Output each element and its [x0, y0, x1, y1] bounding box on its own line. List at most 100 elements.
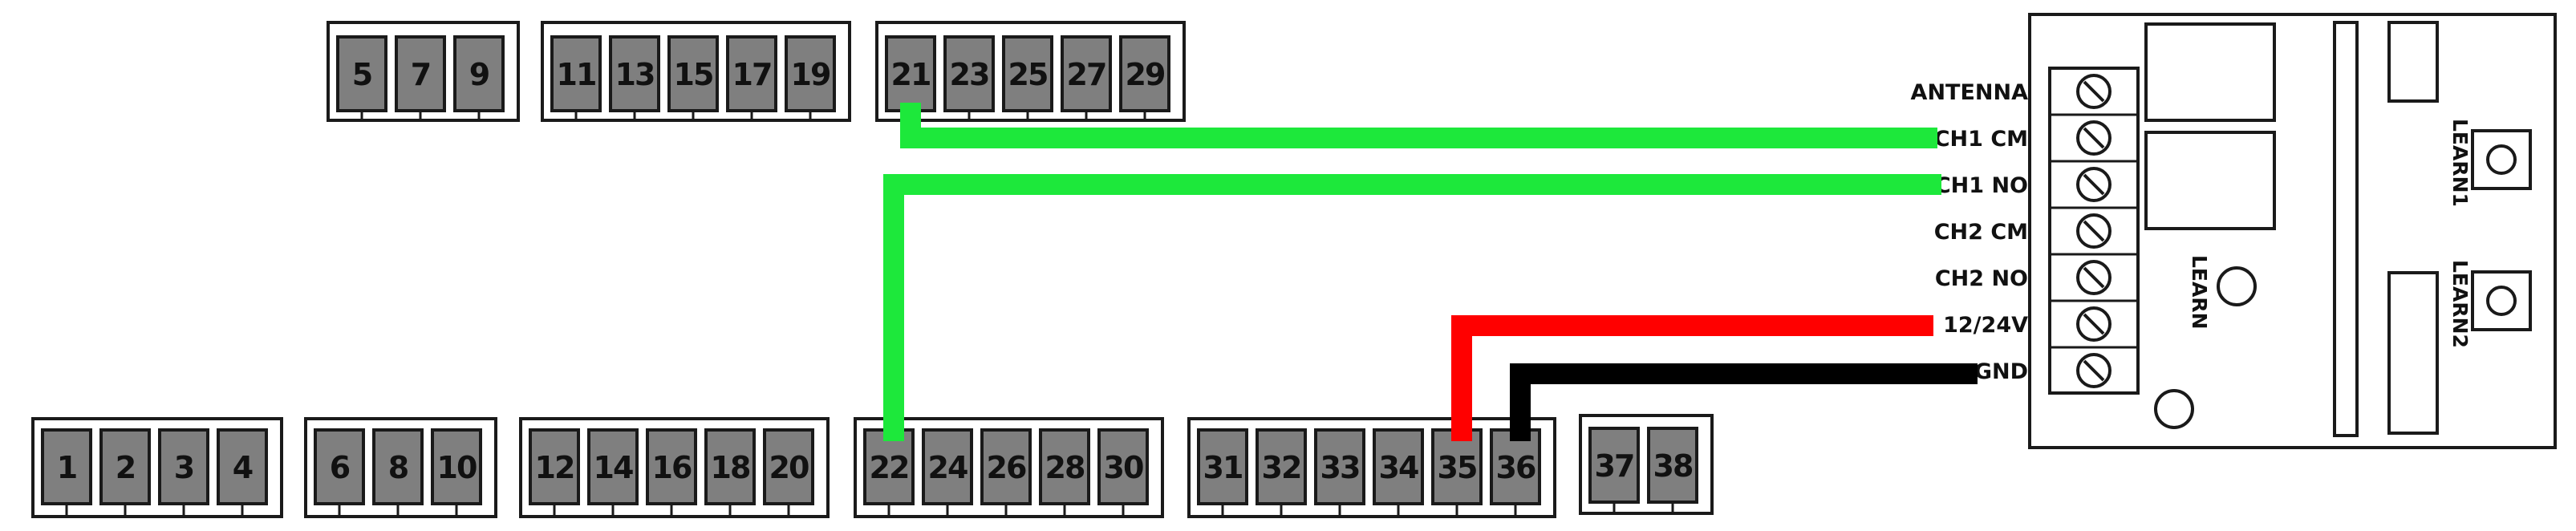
terminal-body	[431, 428, 482, 505]
terminal-body	[1490, 428, 1541, 505]
terminal-4[interactable]: 4	[217, 428, 268, 518]
terminal-32[interactable]: 32	[1256, 428, 1307, 518]
terminal-body	[667, 35, 719, 112]
terminal-29[interactable]: 29	[1119, 35, 1170, 122]
terminal-number: 3	[174, 450, 193, 485]
terminal-number: 18	[711, 450, 750, 485]
terminal-2[interactable]: 2	[99, 428, 151, 518]
terminal-number: 38	[1653, 448, 1693, 484]
terminal-8[interactable]: 8	[372, 428, 424, 518]
terminal-body	[980, 428, 1032, 505]
terminal-label-3: CH1 NO	[1935, 173, 2028, 198]
terminal-18[interactable]: 18	[704, 428, 756, 518]
terminal-24[interactable]: 24	[922, 428, 973, 518]
terminal-number: 21	[891, 57, 931, 92]
terminal-21[interactable]: 21	[885, 35, 936, 122]
terminal-6[interactable]: 6	[314, 428, 365, 518]
terminal-body	[1002, 35, 1053, 112]
learn1-button[interactable]	[2471, 129, 2532, 190]
terminal-body	[314, 428, 365, 505]
terminal-27[interactable]: 27	[1061, 35, 1112, 122]
terminal-28[interactable]: 28	[1039, 428, 1090, 518]
screw-terminal-3[interactable]	[2050, 160, 2138, 202]
terminal-33[interactable]: 33	[1314, 428, 1365, 518]
terminal-label-5: CH2 NO	[1935, 266, 2028, 291]
receiver-screw-terminals	[2050, 74, 2138, 388]
screw-terminal-2[interactable]	[2050, 113, 2138, 156]
screw-slot	[2083, 313, 2105, 335]
terminal-17[interactable]: 17	[726, 35, 777, 122]
terminal-number: 4	[233, 450, 253, 485]
screw-terminal-1[interactable]	[2076, 74, 2112, 109]
terminal-20[interactable]: 20	[763, 428, 814, 518]
terminal-16[interactable]: 16	[646, 428, 697, 518]
screw-terminal-4[interactable]	[2050, 206, 2138, 249]
terminal-body	[158, 428, 209, 505]
terminal-34[interactable]: 34	[1373, 428, 1424, 518]
terminal-25[interactable]: 25	[1002, 35, 1053, 122]
terminal-19[interactable]: 19	[785, 35, 836, 122]
terminal-22[interactable]: 22	[863, 428, 915, 518]
terminal-number: 10	[437, 450, 477, 485]
terminal-35[interactable]: 35	[1431, 428, 1483, 518]
learn-label: LEARN	[2188, 255, 2211, 330]
terminal-10[interactable]: 10	[431, 428, 482, 518]
terminal-1[interactable]: 1	[41, 428, 92, 518]
terminal-body	[704, 428, 756, 505]
terminal-number: 5	[352, 57, 371, 92]
terminal-11[interactable]: 11	[550, 35, 602, 122]
terminal-number: 27	[1067, 57, 1106, 92]
terminal-26[interactable]: 26	[980, 428, 1032, 518]
terminal-12[interactable]: 12	[529, 428, 580, 518]
terminal-23[interactable]: 23	[943, 35, 995, 122]
terminal-body	[1197, 428, 1248, 505]
screw-terminal-6[interactable]	[2050, 299, 2138, 342]
terminal-number: 29	[1126, 57, 1165, 92]
terminal-5[interactable]: 5	[336, 35, 387, 122]
terminal-body	[1431, 428, 1483, 505]
terminal-number: 9	[469, 57, 489, 92]
screw-terminal-7[interactable]	[2050, 346, 2138, 388]
terminal-number: 12	[535, 450, 574, 485]
terminal-31[interactable]: 31	[1197, 428, 1248, 518]
terminal-body	[1588, 427, 1640, 504]
terminal-number: 15	[674, 57, 713, 92]
terminal-body	[453, 35, 505, 112]
terminal-body	[395, 35, 446, 112]
terminal-38[interactable]: 38	[1647, 427, 1698, 515]
terminal-number: 6	[330, 450, 350, 485]
terminal-30[interactable]: 30	[1097, 428, 1149, 518]
terminal-number: 20	[769, 450, 809, 485]
terminal-body	[1039, 428, 1090, 505]
terminal-3[interactable]: 3	[158, 428, 209, 518]
screw-slot	[2083, 127, 2105, 149]
wire-ch1-no	[883, 174, 1941, 441]
terminal-13[interactable]: 13	[609, 35, 660, 122]
terminal-body	[943, 35, 995, 112]
terminal-number: 25	[1008, 57, 1048, 92]
screw-terminal-5[interactable]	[2050, 253, 2138, 295]
terminal-37[interactable]: 37	[1588, 427, 1640, 515]
terminal-9[interactable]: 9	[453, 35, 505, 122]
terminal-body	[529, 428, 580, 505]
terminal-label-2: CH1 CM	[1934, 127, 2028, 152]
terminal-36[interactable]: 36	[1490, 428, 1541, 518]
terminal-body	[99, 428, 151, 505]
terminal-body	[863, 428, 915, 505]
terminal-label-6: 12/24V	[1943, 313, 2028, 338]
terminal-14[interactable]: 14	[587, 428, 639, 518]
terminal-15[interactable]: 15	[667, 35, 719, 122]
terminal-number: 13	[615, 57, 655, 92]
terminal-7[interactable]: 7	[395, 35, 446, 122]
terminal-body	[1097, 428, 1149, 505]
terminal-number: 26	[987, 450, 1026, 485]
learn2-button[interactable]	[2471, 270, 2532, 331]
